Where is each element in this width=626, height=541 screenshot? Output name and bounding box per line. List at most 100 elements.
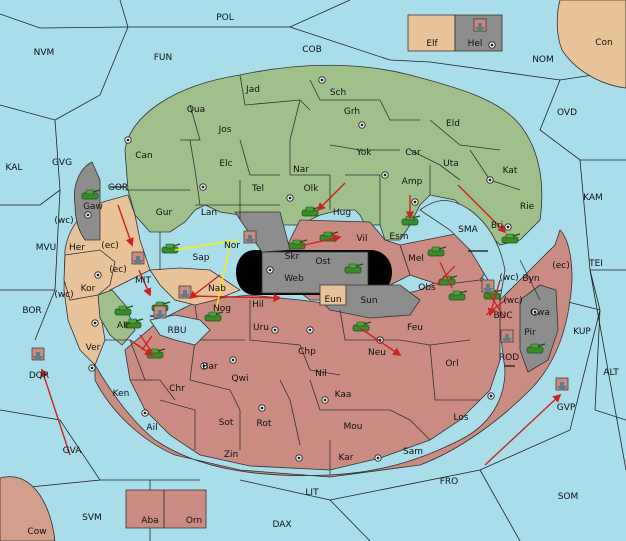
land-label-sun: Sun [360,296,377,306]
land-label-obs: Obs [418,283,436,293]
land-label-skr: Skr [285,252,300,262]
land-label-gwa: Gwa [530,308,550,318]
sea-label-svm: SVM [82,513,102,523]
sea-label-kup: KUP [573,327,591,337]
sea-label-som: SOM [558,492,579,502]
land-label-orn: Orn [186,516,202,526]
land-label-cow: Cow [27,527,46,537]
land-label-olk: Olk [304,184,320,194]
coast-tag-gwa-wc: (wc) [503,296,522,306]
sea-label-kal: KAL [6,163,23,173]
land-label-kaa: Kaa [335,390,352,400]
land-label-hil: Hil [252,300,264,310]
sea-label-gor: GOR [108,183,128,193]
land-label-rie: Rie [520,202,535,212]
land-label-sap: Sap [193,253,210,263]
sea-label-nvm: NVM [34,48,55,58]
land-label-mou: Mou [344,422,363,432]
land-label-neu: Neu [368,348,386,358]
land-label-aba: Aba [141,516,158,526]
land-label-mel: Mel [408,254,424,264]
sea-label-ovd: OVD [557,108,577,118]
sea-label-gvg: GVG [52,158,72,168]
sea-label-kam: KAM [583,193,603,203]
land-label-kat: Kat [503,166,518,176]
sea-label-gvp: GVP [557,403,576,413]
land-label-nog: Nog [213,304,231,314]
coast-tag-byn-ec: (ec) [552,261,570,271]
land-label-hug: Hug [333,208,351,218]
land-label-amp: Amp [402,177,423,187]
sea-label-dax: DAX [272,520,291,530]
land-label-kor: Kor [81,284,96,294]
land-label-vil: Vil [357,234,368,244]
coast-tag-byn-wc: (wc) [499,273,518,283]
land-label-con: Con [595,38,613,48]
land-label-chp: Chp [298,347,316,357]
sea-label-tei: TEI [588,259,603,269]
land-label-web: Web [284,274,304,284]
land-label-qwi: Qwi [232,374,249,384]
land-label-gaw: Gaw [83,202,103,212]
land-label-can: Can [135,151,153,161]
sea-label-bor: BOR [22,306,41,316]
coast-tag-kor-wc: (wc) [54,290,73,300]
land-label-sch: Sch [330,88,346,98]
sea-label-mit: MIT [135,276,151,286]
land-label-her: Her [69,243,85,253]
sea-label-cob: COB [302,45,322,55]
land-label-los: Los [453,413,468,423]
land-label-nor: Nor [224,241,240,251]
coast-tag-kor-ec: (ec) [109,265,127,275]
sea-label-dqr: DQR [29,371,49,381]
land-label-eun: Eun [324,295,341,305]
land-label-jad: Jad [245,85,260,95]
sea-label-fro: FRO [440,477,459,487]
land-label-feu: Feu [407,323,423,333]
coast-tag-her-ec: (ec) [101,241,119,251]
land-label-rot: Rot [257,419,272,429]
land-label-car: Car [405,148,421,158]
land-label-nab: Nab [208,284,226,294]
land-label-ail: Ail [146,423,157,433]
land-label-hel: Hel [468,39,483,49]
sea-label-alt: ALT [603,368,619,378]
sea-label-gva: GVA [63,446,83,456]
land-label-grh: Grh [344,107,360,117]
land-label-jos: Jos [218,125,232,135]
coast-tag-her-wc: (wc) [54,216,73,226]
land-label-nil: Nil [315,369,327,379]
land-label-ver: Ver [86,343,101,353]
land-label-lan: Lan [201,208,217,218]
land-label-sam: Sam [403,447,423,457]
land-label-bar: Bar [202,362,218,372]
land-label-ken: Ken [113,389,130,399]
land-label-alr: Alr [117,321,130,331]
land-label-gur: Gur [156,208,173,218]
land-label-uru: Uru [253,323,269,333]
land-label-pir: Pir [524,328,536,338]
land-label-nar: Nar [293,165,309,175]
sea-label-buc: BUC [493,311,512,321]
land-label-sot: Sot [219,418,234,428]
land-label-kar: Kar [339,453,354,463]
sea-label-nom: NOM [532,55,554,65]
land-label-byn: Byn [522,274,539,284]
land-label-uta: Uta [443,159,459,169]
sea-label-lit: LIT [305,488,319,498]
land-label-tel: Tel [251,184,264,194]
sea-label-pol: POL [216,13,234,23]
land-label-yok: Yok [355,148,372,158]
sea-label-sma: SMA [458,225,478,235]
land-label-qua: Qua [187,105,205,115]
land-label-bri: Bri [491,221,503,231]
land-label-zin: Zin [224,450,238,460]
sea-label-fun: FUN [154,53,173,63]
land-label-esm: Esm [389,232,408,242]
land-label-elc: Elc [219,159,232,169]
land-label-chr: Chr [169,384,185,394]
land-label-orl: Orl [445,359,458,369]
land-label-ost: Ost [315,257,331,267]
sea-label-rbu: RBU [167,326,186,336]
